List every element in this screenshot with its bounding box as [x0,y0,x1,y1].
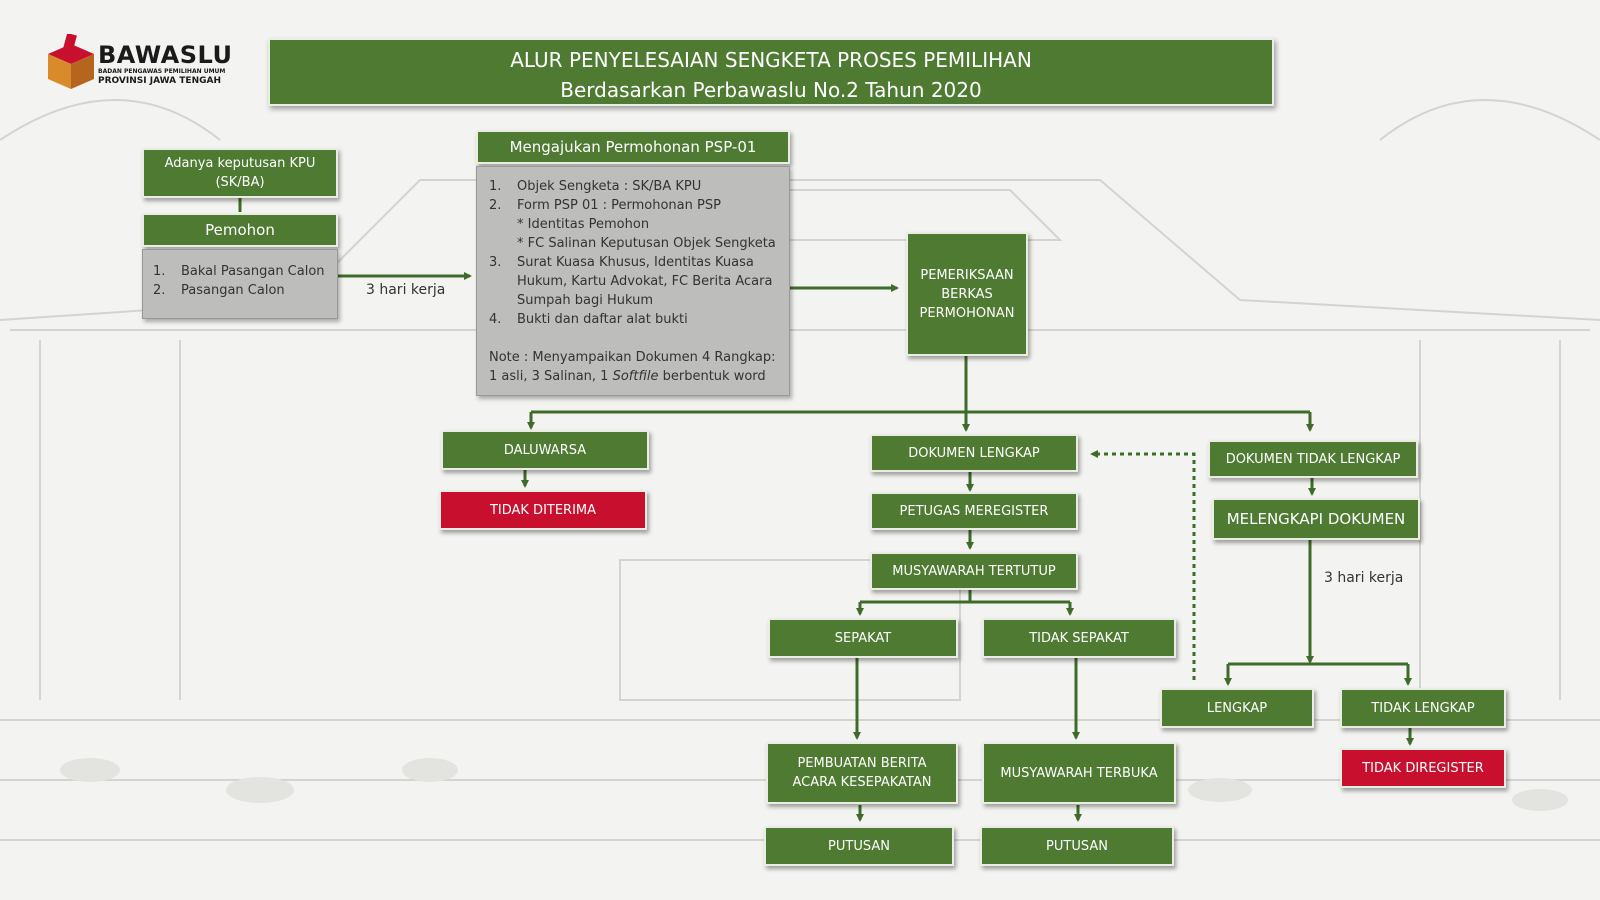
pemeriksaan-box: PEMERIKSAAN BERKAS PERMOHONAN [906,232,1028,356]
psp-subitem: * FC Salinan Keputusan Objek Sengketa [517,236,776,251]
psp-item: 2.Form PSP 01 : Permohonan PSP [489,198,721,213]
title-line2: Berdasarkan Perbawaslu No.2 Tahun 2020 [560,78,982,102]
putusan-box: PUTUSAN [980,826,1174,866]
logo-line1: BADAN PENGAWAS PEMILIHAN UMUM [98,68,226,75]
ballot-box-icon [48,32,94,89]
tidak-diregister-box: TIDAK DIREGISTER [1340,748,1506,788]
daluwarsa-box: DALUWARSA [441,430,649,470]
berita-acara-box: PEMBUATAN BERITA ACARA KESEPAKATAN [766,742,958,804]
kpu-decision-box: Adanya keputusan KPU (SK/BA) [142,148,338,198]
melengkapi-dokumen-box: MELENGKAPI DOKUMEN [1212,498,1420,540]
tidak-diterima-box: TIDAK DITERIMA [439,490,647,530]
petugas-meregister-box: PETUGAS MEREGISTER [870,492,1078,530]
dokumen-tidak-lengkap-box: DOKUMEN TIDAK LENGKAP [1208,440,1418,478]
dokumen-lengkap-box: DOKUMEN LENGKAP [870,434,1078,472]
psp-note: Note : Menyampaikan Dokumen 4 Rangkap: 1… [489,350,776,384]
pemohon-item: 2.Pasangan Calon [153,283,285,298]
psp-requirements: 1.Objek Sengketa : SK/BA KPU 2.Form PSP … [476,166,790,396]
lengkap-box: LENGKAP [1160,688,1314,728]
tidak-lengkap-box: TIDAK LENGKAP [1340,688,1506,728]
psp-subitem: * Identitas Pemohon [517,217,650,232]
pemohon-list: 1.Bakal Pasangan Calon 2.Pasangan Calon [142,249,338,319]
hari-kerja-label: 3 hari kerja [366,282,446,298]
pemohon-header: Pemohon [142,213,338,247]
bawaslu-logo [46,32,96,94]
logo-text: BAWASLU BADAN PENGAWAS PEMILIHAN UMUM PR… [98,42,232,86]
page-title: ALUR PENYELESAIAN SENGKETA PROSES PEMILI… [268,38,1274,106]
logo-name: BAWASLU [98,41,233,69]
hari-kerja-label-2: 3 hari kerja [1324,570,1404,586]
psp-item: 3.Surat Kuasa Khusus, Identitas Kuasa Hu… [489,255,773,308]
title-line1: ALUR PENYELESAIAN SENGKETA PROSES PEMILI… [510,48,1032,72]
psp-item: 1.Objek Sengketa : SK/BA KPU [489,179,702,194]
tidak-sepakat-box: TIDAK SEPAKAT [982,618,1176,658]
putusan-box: PUTUSAN [764,826,954,866]
sepakat-box: SEPAKAT [768,618,958,658]
musyawarah-tertutup-box: MUSYAWARAH TERTUTUP [870,552,1078,590]
musyawarah-terbuka-box: MUSYAWARAH TERBUKA [982,742,1176,804]
psp-header: Mengajukan Permohonan PSP-01 [476,130,790,164]
psp-item: 4.Bukti dan daftar alat bukti [489,312,688,327]
pemohon-item: 1.Bakal Pasangan Calon [153,264,325,279]
logo-line2: PROVINSI JAWA TENGAH [98,76,221,86]
